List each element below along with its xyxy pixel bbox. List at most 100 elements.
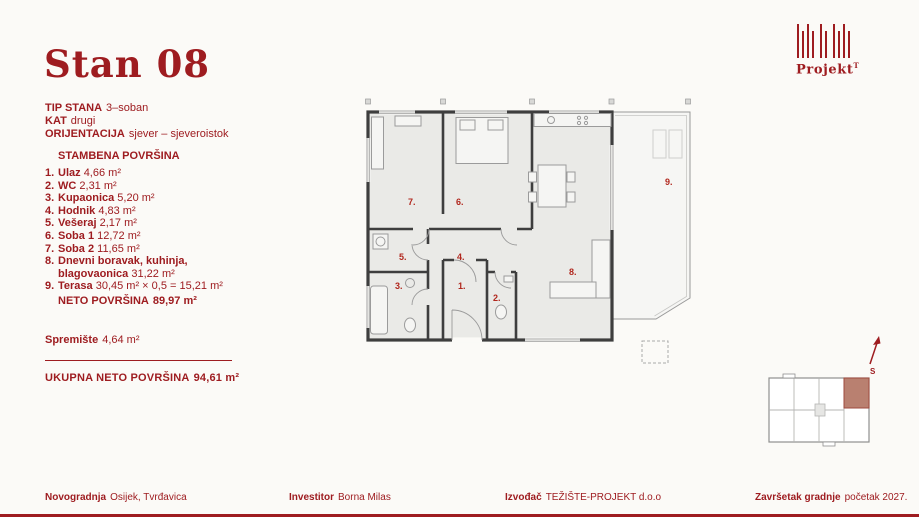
room-area: 31,22 m²: [131, 267, 175, 280]
total-divider: [45, 359, 232, 361]
room-area: 5,20 m²: [117, 192, 155, 205]
room-name: Kupaonica: [58, 192, 115, 205]
room-number: 8.: [45, 255, 55, 268]
room-name: Ulaz: [58, 167, 81, 179]
terrace-railing: [615, 115, 687, 317]
neto-label: NETO POVRŠINA: [58, 294, 149, 307]
room-name: WC: [58, 179, 77, 192]
room-number: 3.: [45, 192, 55, 205]
spec-label: TIP STANA: [45, 102, 103, 114]
company-logo: ProjektT: [796, 24, 876, 77]
spremiste-label: Spremište: [45, 333, 99, 346]
room-list-item: 5. Vešeraj 2,17 m²: [45, 217, 257, 230]
room-label-2: 2.: [493, 293, 501, 303]
north-arrow-icon: S: [869, 336, 881, 376]
logo-word: Projekt: [796, 62, 854, 78]
furniture: [370, 113, 612, 335]
room-name: Terasa: [58, 280, 93, 293]
room-label-6: 6.: [456, 197, 464, 207]
door-arcs: [411, 228, 518, 306]
room-name: Soba 1: [58, 229, 95, 242]
floorplan: 7. 6. 9. 5. 4. 3. 1. 2. 8.: [365, 98, 691, 364]
room-label-4: 4.: [457, 252, 465, 262]
terrace-lounger: [652, 129, 667, 159]
windows: [365, 109, 615, 343]
room-number: 1.: [45, 167, 55, 179]
spec-value: drugi: [70, 115, 96, 127]
logo-superscript: T: [853, 61, 860, 70]
entrance-gap: [452, 337, 482, 343]
room-list-item: 4. Hodnik 4,83 m²: [45, 205, 257, 218]
room-area: 30,45 m² × 0,5 = 15,21 m²: [95, 280, 223, 293]
logo-wordmark: ProjektT: [796, 61, 876, 77]
spec-label: KAT: [45, 115, 67, 127]
entrance-door-arc: [451, 309, 483, 341]
room-label-9: 9.: [665, 177, 673, 187]
room-area: 2,17 m²: [99, 217, 137, 230]
neto-value: 89,97 m²: [152, 294, 197, 307]
ukupna-value: 94,61 m²: [193, 371, 240, 384]
page-title: Stan 08: [44, 42, 211, 86]
compass-label: S: [870, 367, 876, 376]
footer-label: Novogradnja: [45, 492, 107, 503]
room-name: Soba 2: [58, 242, 95, 255]
room-area: 4,83 m²: [98, 204, 136, 217]
room-name: Dnevni boravak, kuhinja, blagovaonica: [58, 255, 188, 280]
room-name: Hodnik: [58, 204, 96, 217]
room-label-3: 3.: [395, 281, 403, 291]
room-area: 12,72 m²: [97, 229, 141, 242]
interior-walls: [368, 112, 534, 340]
room-area: 11,65 m²: [97, 242, 140, 255]
room-label-7: 7.: [408, 197, 416, 207]
spec-value: 3–soban: [106, 102, 149, 114]
room-list-item: 7. Soba 2 11,65 m²: [45, 243, 257, 256]
room-list-item: 6. Soba 1 12,72 m²: [45, 230, 257, 243]
room-number: 7.: [45, 242, 55, 255]
spec-value: sjever – sjeveroistok: [128, 128, 229, 140]
room-label-1: 1.: [458, 281, 466, 291]
room-number: 5.: [45, 217, 55, 230]
room-number: 4.: [45, 204, 55, 217]
annex-outline: [641, 340, 669, 364]
room-list-item: 2. WC 2,31 m²: [45, 180, 257, 193]
room-number: 9.: [45, 280, 55, 293]
rooms-heading: STAMBENA POVRŠINA: [58, 150, 180, 162]
site-plan-thumbnail: [768, 373, 870, 447]
room-area: 2,31 m²: [79, 179, 117, 192]
room-list-item: 8. Dnevni boravak, kuhinja, blagovaonica…: [45, 255, 257, 280]
column-ticks: [365, 98, 691, 105]
room-number: 2.: [45, 179, 55, 192]
footer-value: Borna Milas: [338, 492, 391, 503]
footer-value: početak 2027.: [844, 492, 908, 503]
footer-label: Završetak gradnje: [755, 492, 841, 503]
room-label-8: 8.: [569, 267, 577, 277]
footer-label: Investitor: [289, 492, 335, 503]
ukupna-label: UKUPNA NETO POVRŠINA: [45, 371, 190, 384]
logo-bars-icon: [796, 24, 876, 58]
footer-value: Osijek, Tvrđavica: [110, 492, 187, 503]
footer-label: Izvođač: [505, 492, 542, 503]
room-list-item: 3. Kupaonica 5,20 m²: [45, 192, 257, 205]
room-label-5: 5.: [399, 252, 407, 262]
terrace-lounger: [668, 129, 683, 159]
footer-value: TEŽIŠTE-PROJEKT d.o.o: [545, 492, 662, 503]
highlighted-unit: [843, 377, 870, 409]
room-list-item: 1. Ulaz 4,66 m²: [45, 167, 257, 180]
room-number: 6.: [45, 229, 55, 242]
spec-label: ORIJENTACIJA: [45, 128, 125, 140]
terrace-outline: [611, 111, 691, 320]
bottom-accent-rule: [0, 514, 919, 517]
room-list-item: 9. Terasa 30,45 m² × 0,5 = 15,21 m²: [45, 280, 257, 293]
